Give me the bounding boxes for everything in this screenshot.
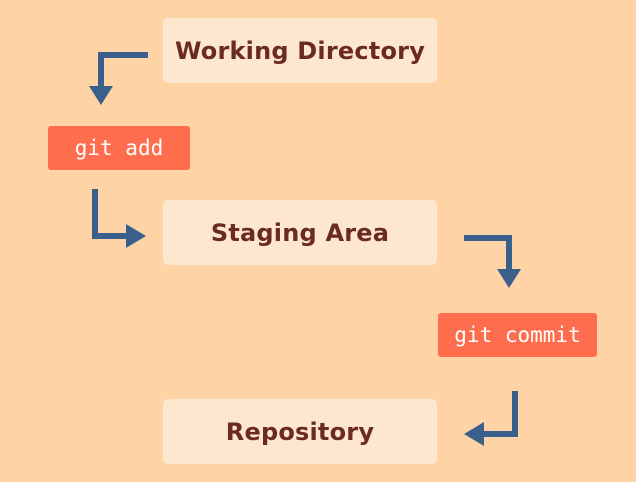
git-add-label: git add: [74, 136, 164, 160]
arrow-staging-to-commit-icon: [464, 235, 521, 288]
working-directory-box: Working Directory: [163, 18, 437, 83]
repository-box: Repository: [163, 399, 437, 464]
working-directory-label: Working Directory: [174, 36, 426, 65]
git-commit-command: git commit: [438, 313, 597, 357]
git-add-command: git add: [48, 126, 190, 170]
arrow-working-to-add-icon: [89, 52, 148, 105]
git-commit-label: git commit: [454, 323, 581, 347]
repository-label: Repository: [225, 417, 375, 446]
arrow-commit-to-repository-icon: [464, 391, 518, 446]
staging-area-box: Staging Area: [163, 200, 437, 265]
staging-area-label: Staging Area: [210, 218, 390, 247]
arrow-add-to-staging-icon: [92, 189, 146, 248]
